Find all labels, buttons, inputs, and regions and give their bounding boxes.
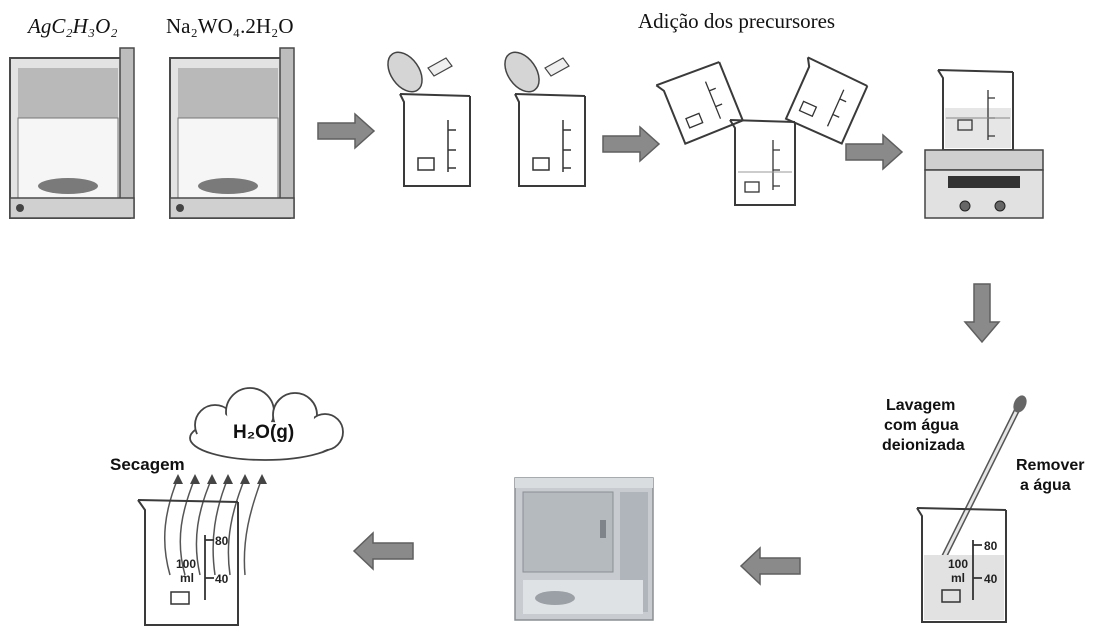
remove-water-label-line-2: a água (1020, 477, 1071, 494)
analytical-balance-1 (10, 48, 134, 218)
beaker-mark-80-left: 80 (215, 534, 229, 548)
washing-label-line-1: Lavagem (886, 397, 955, 414)
beaker-mark-80-right: 80 (984, 539, 998, 553)
beaker-unit-ml-right: ml (951, 571, 965, 585)
beaker-pouring-2 (498, 46, 585, 186)
drying-label: Secagem (110, 455, 185, 474)
beaker-mark-40-left: 40 (215, 572, 229, 586)
reagent-label-sodium-tungstate: Na₂WO₄.2H₂O (166, 14, 294, 38)
precursor-mixing-beakers (656, 57, 868, 205)
magnetic-stirrer-hotplate (925, 70, 1043, 218)
flow-arrow-down (965, 284, 999, 342)
beaker-unit-ml-left: ml (180, 571, 194, 585)
analytical-balance-2 (170, 48, 294, 218)
steam-label: H₂O(g) (233, 422, 294, 443)
beaker-pouring-1 (381, 46, 470, 186)
remove-water-label-line-1: Remover (1016, 457, 1084, 474)
beaker-mark-100-right: 100 (948, 557, 968, 571)
flow-arrow-left-1 (741, 548, 800, 584)
drying-beaker: 100 ml 80 40 (138, 474, 267, 625)
washing-label-line-3: deionizada (882, 437, 965, 454)
drying-oven (515, 478, 653, 620)
flow-arrow-right-3 (846, 135, 902, 169)
flow-arrow-right-1 (318, 114, 374, 148)
beaker-mark-100-left: 100 (176, 557, 196, 571)
reagent-label-silver-acetate: AgC₂H₃O₂ (26, 14, 118, 38)
precursors-label: Adição dos precursores (638, 9, 835, 33)
beaker-mark-40-right: 40 (984, 572, 998, 586)
flow-arrow-right-2 (603, 127, 659, 161)
washing-label-line-2: com água (884, 417, 959, 434)
flow-arrow-left-2 (354, 533, 413, 569)
